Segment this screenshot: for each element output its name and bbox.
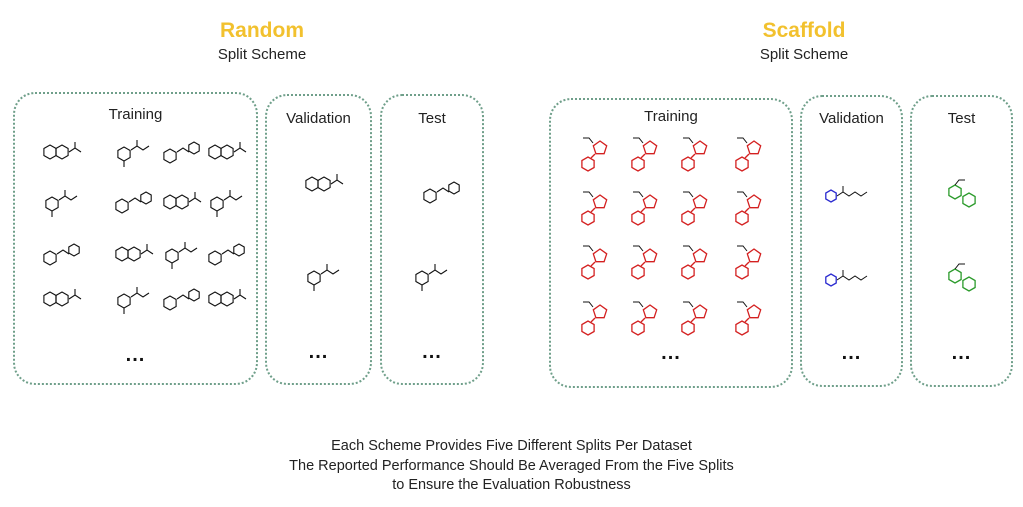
random-train-molecule	[38, 285, 84, 317]
random-train-molecule	[158, 285, 204, 317]
random-val-molecule	[300, 170, 346, 202]
scaffold-training-label: Training	[644, 108, 698, 125]
random-train-molecule	[110, 285, 156, 317]
scaffold-train-molecule	[678, 300, 714, 338]
scaffold-train-molecule	[678, 244, 714, 282]
footnote-line-2: The Reported Performance Should Be Avera…	[289, 457, 734, 474]
random-train-molecule	[203, 188, 249, 220]
scaffold-train-molecule	[732, 136, 768, 174]
random-train-molecule	[110, 188, 156, 220]
random-test-molecule	[418, 178, 464, 210]
scaffold-validation-label: Validation	[819, 110, 884, 127]
scaffold-train-molecule	[732, 190, 768, 228]
scaffold-train-molecule	[628, 300, 664, 338]
scaffold-train-molecule	[678, 190, 714, 228]
random-train-molecule	[110, 138, 156, 170]
scaffold-val-molecule	[823, 266, 871, 292]
random-val-molecule	[300, 262, 346, 294]
random-training-ellipsis: ...	[125, 344, 146, 366]
scaffold-validation-panel: Validation ...	[800, 95, 903, 387]
scaffold-train-molecule	[578, 136, 614, 174]
random-validation-ellipsis: ...	[308, 341, 329, 363]
random-validation-panel: Validation ...	[265, 94, 372, 385]
random-train-molecule	[38, 138, 84, 170]
scaffold-val-molecule	[823, 182, 871, 208]
scaffold-train-molecule	[628, 136, 664, 174]
random-train-molecule	[158, 188, 204, 220]
scaffold-train-molecule	[578, 244, 614, 282]
scaffold-training-ellipsis: ...	[661, 342, 681, 364]
random-train-molecule	[38, 188, 84, 220]
random-train-molecule	[203, 240, 249, 272]
scaffold-train-molecule	[732, 244, 768, 282]
random-scheme-title: Random	[220, 19, 304, 42]
random-scheme-subtitle: Split Scheme	[217, 46, 307, 63]
scaffold-train-molecule	[578, 300, 614, 338]
footnote-line-3: to Ensure the Evaluation Robustness	[392, 477, 631, 493]
scaffold-scheme-subtitle: Split Scheme	[759, 46, 849, 63]
footnote-line-1: Each Scheme Provides Five Different Spli…	[331, 438, 692, 454]
random-test-ellipsis: ...	[422, 341, 442, 363]
scaffold-scheme-title: Scaffold	[762, 19, 846, 42]
scaffold-train-molecule	[578, 190, 614, 228]
scaffold-test-panel: Test ...	[910, 95, 1013, 387]
random-test-label: Test	[418, 110, 446, 127]
random-train-molecule	[38, 240, 84, 272]
random-train-molecule	[203, 138, 249, 170]
scaffold-train-molecule	[732, 300, 768, 338]
scaffold-training-panel: Training ...	[549, 98, 793, 388]
random-train-molecule	[110, 240, 156, 272]
random-validation-label: Validation	[286, 110, 351, 127]
random-train-molecule	[158, 240, 204, 272]
scaffold-train-molecule	[628, 244, 664, 282]
random-train-molecule	[158, 138, 204, 170]
scaffold-validation-ellipsis: ...	[841, 342, 862, 364]
scaffold-test-molecule	[945, 263, 981, 296]
scaffold-test-molecule	[945, 179, 981, 212]
random-training-panel: Training ...	[13, 92, 258, 385]
footnote: Each Scheme Provides Five Different Spli…	[0, 437, 1023, 496]
scaffold-test-label: Test	[947, 110, 976, 127]
random-test-panel: Test ...	[380, 94, 484, 385]
scaffold-train-molecule	[628, 190, 664, 228]
random-training-label: Training	[108, 106, 163, 123]
scaffold-test-ellipsis: ...	[951, 342, 972, 364]
random-train-molecule	[203, 285, 249, 317]
random-test-molecule	[408, 262, 454, 294]
scaffold-train-molecule	[678, 136, 714, 174]
